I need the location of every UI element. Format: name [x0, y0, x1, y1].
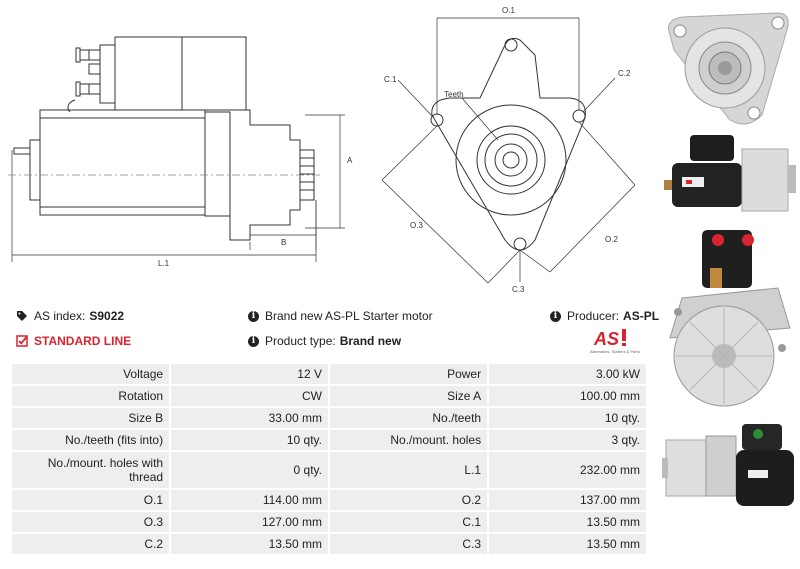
dim-c1-label: C.1	[384, 75, 397, 84]
spec-value: 10 qty.	[489, 408, 646, 428]
spec-value: 3 qty.	[489, 430, 646, 450]
product-info: AS index: S9022 i Brand new AS-PL Starte…	[10, 305, 659, 355]
tag-icon	[17, 311, 27, 321]
spec-value: 13.50 mm	[489, 534, 646, 554]
technical-drawings: A B L.1	[0, 0, 660, 300]
dim-c3-label: C.3	[512, 285, 525, 294]
check-icon	[16, 335, 28, 347]
info-icon: i	[248, 335, 259, 347]
spec-value: 13.50 mm	[171, 534, 328, 554]
spec-label: O.2	[329, 490, 488, 510]
product-type-label: Product type:	[265, 334, 336, 348]
spec-label: No./teeth (fits into)	[12, 430, 170, 450]
dim-o1-label: O.1	[502, 6, 515, 15]
spec-value: 13.50 mm	[489, 512, 646, 532]
spec-value: 12 V	[171, 364, 328, 384]
dim-c2-label: C.2	[618, 69, 631, 78]
spec-label: Rotation	[12, 386, 170, 406]
product-photo-rear[interactable]	[662, 228, 798, 408]
product-photos	[660, 0, 800, 569]
spec-label: Size B	[12, 408, 170, 428]
spec-label: Power	[329, 364, 488, 384]
producer-label: Producer:	[567, 309, 620, 323]
spec-value: CW	[171, 386, 328, 406]
spec-label: L.1	[329, 452, 488, 488]
standard-line-label: STANDARD LINE	[34, 334, 132, 348]
product-photo-side-2[interactable]	[662, 420, 798, 525]
spec-label: No./mount. holes	[329, 430, 488, 450]
spec-value: 232.00 mm	[489, 452, 646, 488]
as-index-label: AS index:	[34, 309, 86, 323]
producer-row: i Producer: AS-PL	[550, 309, 659, 323]
spec-row: No./teeth (fits into)10 qty.No./mount. h…	[12, 430, 646, 450]
as-index-row: AS index: S9022	[16, 309, 124, 323]
dim-a-label: A	[347, 156, 353, 165]
product-description: Brand new AS-PL Starter motor	[265, 309, 433, 323]
spec-value: 100.00 mm	[489, 386, 646, 406]
spec-value: 137.00 mm	[489, 490, 646, 510]
svg-text:AS: AS	[593, 329, 619, 349]
product-type-row: i Product type: Brand new	[248, 334, 401, 348]
product-type-value: Brand new	[339, 334, 402, 348]
spec-value: 114.00 mm	[171, 490, 328, 510]
spec-label: C.1	[329, 512, 488, 532]
dim-l1-label: L.1	[158, 259, 170, 268]
spec-label: O.1	[12, 490, 170, 510]
product-photo-side[interactable]	[662, 125, 798, 220]
spec-label: No./teeth	[329, 408, 488, 428]
spec-label: C.2	[12, 534, 170, 554]
as-pl-logo: AS Alternators, Starters & Parts	[590, 327, 660, 359]
spec-value: 10 qty.	[171, 430, 328, 450]
dim-o3-label: O.3	[410, 221, 423, 230]
info-icon: i	[248, 310, 259, 322]
spec-label: Voltage	[12, 364, 170, 384]
producer-value: AS-PL	[623, 309, 660, 323]
logo-subtext: Alternators, Starters & Parts	[590, 349, 640, 354]
info-icon: i	[550, 310, 561, 322]
dim-b-label: B	[281, 238, 286, 247]
spec-value: 127.00 mm	[171, 512, 328, 532]
spec-label: Size A	[329, 386, 488, 406]
teeth-label: Teeth	[444, 90, 464, 99]
description-row: i Brand new AS-PL Starter motor	[248, 309, 433, 323]
spec-label: C.3	[329, 534, 488, 554]
spec-value: 33.00 mm	[171, 408, 328, 428]
as-index-value: S9022	[89, 309, 125, 323]
side-view-drawing: A B L.1	[8, 36, 353, 268]
spec-value: 0 qty.	[171, 452, 328, 488]
spec-value: 3.00 kW	[489, 364, 646, 384]
spec-label: No./mount. holes with thread	[12, 452, 170, 488]
standard-line-row: STANDARD LINE	[16, 334, 131, 348]
front-view-drawing: O.1 C.1 C.2 Teeth O.3 O.2 C.3	[381, 6, 636, 294]
product-photo-front[interactable]	[662, 5, 798, 125]
dim-o2-label: O.2	[605, 235, 618, 244]
spec-label: O.3	[12, 512, 170, 532]
